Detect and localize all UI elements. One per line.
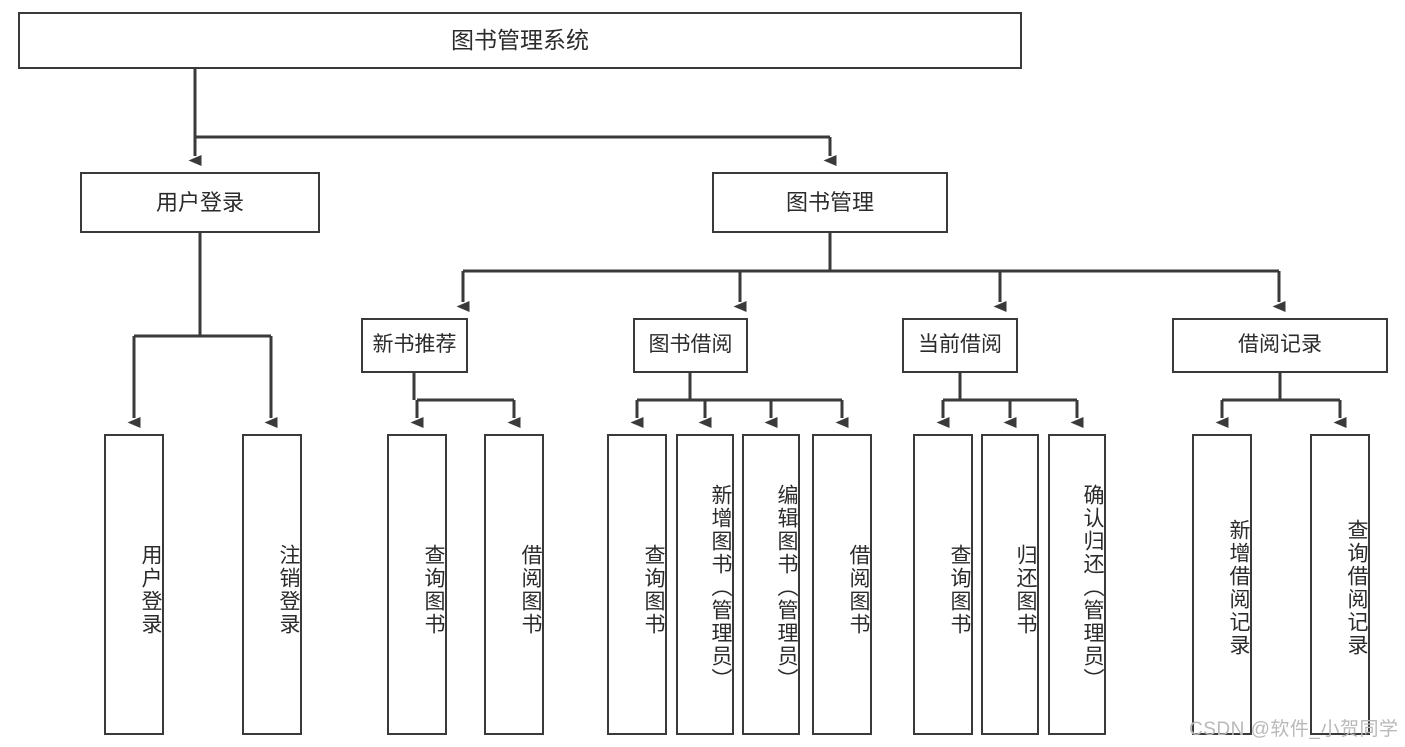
leaf-return-book-label: 归还图书 <box>1014 543 1037 636</box>
leaf-user-login-label: 用户登录 <box>139 543 162 636</box>
node-current-borrowing-label: 当前借阅 <box>918 333 1002 357</box>
leaf-return-book[interactable]: 归还图书 <box>981 434 1039 735</box>
leaf-logout-label: 注销登录 <box>277 543 300 636</box>
leaf-query-book-current[interactable]: 查询图书 <box>913 434 973 735</box>
node-root-label: 图书管理系统 <box>451 26 589 53</box>
leaf-query-borrow-record-label: 查询借阅记录 <box>1345 518 1368 657</box>
leaf-query-borrow-record[interactable]: 查询借阅记录 <box>1310 434 1370 735</box>
node-new-book-recommendation[interactable]: 新书推荐 <box>361 318 468 373</box>
node-borrow-records[interactable]: 借阅记录 <box>1172 318 1388 373</box>
leaf-edit-book-admin[interactable]: 编辑图书（管理员） <box>742 434 800 735</box>
leaf-confirm-return-admin[interactable]: 确认归还（管理员） <box>1048 434 1106 735</box>
leaf-query-book-recommendation-label: 查询图书 <box>422 543 445 636</box>
leaf-add-borrow-record[interactable]: 新增借阅记录 <box>1192 434 1252 735</box>
leaf-query-book-recommendation[interactable]: 查询图书 <box>387 434 447 735</box>
leaf-borrow-book-recommendation[interactable]: 借阅图书 <box>484 434 544 735</box>
leaf-query-book-current-label: 查询图书 <box>948 543 971 636</box>
leaf-confirm-return-admin-label: 确认归还（管理员） <box>1081 484 1104 691</box>
node-book-borrowing-label: 图书借阅 <box>648 333 733 357</box>
node-current-borrowing[interactable]: 当前借阅 <box>902 318 1018 373</box>
leaf-edit-book-admin-label: 编辑图书（管理员） <box>775 484 798 691</box>
leaf-query-book-borrowing-label: 查询图书 <box>642 543 665 636</box>
leaf-borrow-book-borrowing[interactable]: 借阅图书 <box>812 434 872 735</box>
node-root[interactable]: 图书管理系统 <box>18 12 1022 69</box>
node-book-management-label: 图书管理 <box>785 189 874 215</box>
leaf-add-book-admin-label: 新增图书（管理员） <box>709 484 732 691</box>
node-user-login-label: 用户登录 <box>155 189 244 215</box>
node-book-management[interactable]: 图书管理 <box>712 172 948 233</box>
leaf-borrow-book-recommendation-label: 借阅图书 <box>519 543 542 636</box>
csdn-watermark: CSDN @软件_小贺同学 <box>1189 719 1399 740</box>
leaf-add-borrow-record-label: 新增借阅记录 <box>1227 518 1250 657</box>
node-new-book-recommendation-label: 新书推荐 <box>372 333 457 357</box>
leaf-query-book-borrowing[interactable]: 查询图书 <box>607 434 667 735</box>
node-user-login[interactable]: 用户登录 <box>80 172 320 233</box>
leaf-user-login[interactable]: 用户登录 <box>104 434 164 735</box>
leaf-borrow-book-borrowing-label: 借阅图书 <box>847 543 870 636</box>
leaf-logout[interactable]: 注销登录 <box>242 434 302 735</box>
node-borrow-records-label: 借阅记录 <box>1238 333 1322 357</box>
node-book-borrowing[interactable]: 图书借阅 <box>633 318 748 373</box>
leaf-add-book-admin[interactable]: 新增图书（管理员） <box>676 434 734 735</box>
